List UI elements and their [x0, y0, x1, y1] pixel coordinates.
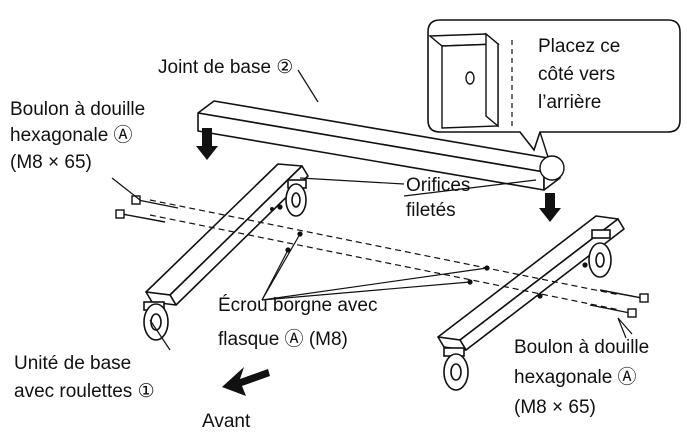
front-arrow — [222, 367, 270, 396]
caster-left-back — [285, 179, 307, 217]
label-nut-line2: flasque Ⓐ (M8) — [218, 329, 348, 350]
callout-line1: Placez ce — [538, 36, 621, 57]
down-arrow-left — [196, 128, 218, 160]
label-base-joint: Joint de base ② — [158, 57, 294, 78]
label-bolt-right-line2: hexagonale Ⓐ — [514, 367, 637, 388]
right-base-leg — [437, 215, 625, 351]
bolt-right-lower — [589, 304, 637, 318]
callout-target-ring — [539, 155, 565, 181]
bolt-right-upper — [599, 289, 649, 303]
callout-line2: côté vers — [538, 64, 616, 85]
label-base-unit-line2: avec roulettes ① — [14, 381, 155, 402]
label-bolt-left-line3: (M8 × 65) — [10, 152, 92, 173]
label-nut-line1: Écrou borgne avec — [218, 295, 378, 316]
down-arrow-right — [539, 193, 561, 222]
callout-line3: l’arrière — [538, 92, 602, 113]
down-arrows — [196, 128, 561, 222]
left-base-leg — [145, 163, 309, 306]
inset-bar-detail — [428, 32, 500, 129]
caster-right-back — [588, 229, 612, 278]
label-bolt-left-line1: Boulon à douille — [10, 99, 146, 120]
bolts — [115, 195, 649, 318]
caster-right-front — [443, 347, 469, 391]
label-bolt-left-line2: hexagonale Ⓐ — [10, 125, 133, 146]
leader-lines — [111, 69, 633, 351]
inset-callout — [427, 19, 681, 181]
caster-left-front — [143, 301, 169, 341]
label-orifices-line2: filetés — [406, 200, 456, 221]
label-orifices-line1: Orifices — [406, 175, 471, 196]
label-base-unit-line1: Unité de base — [14, 353, 132, 374]
bolt-left-upper — [131, 195, 179, 209]
casters — [143, 179, 612, 391]
label-front: Avant — [202, 411, 251, 432]
label-bolt-right-line1: Boulon à douille — [514, 337, 650, 358]
label-bolt-right-line3: (M8 × 65) — [514, 397, 596, 418]
bolt-left-lower — [115, 209, 166, 223]
